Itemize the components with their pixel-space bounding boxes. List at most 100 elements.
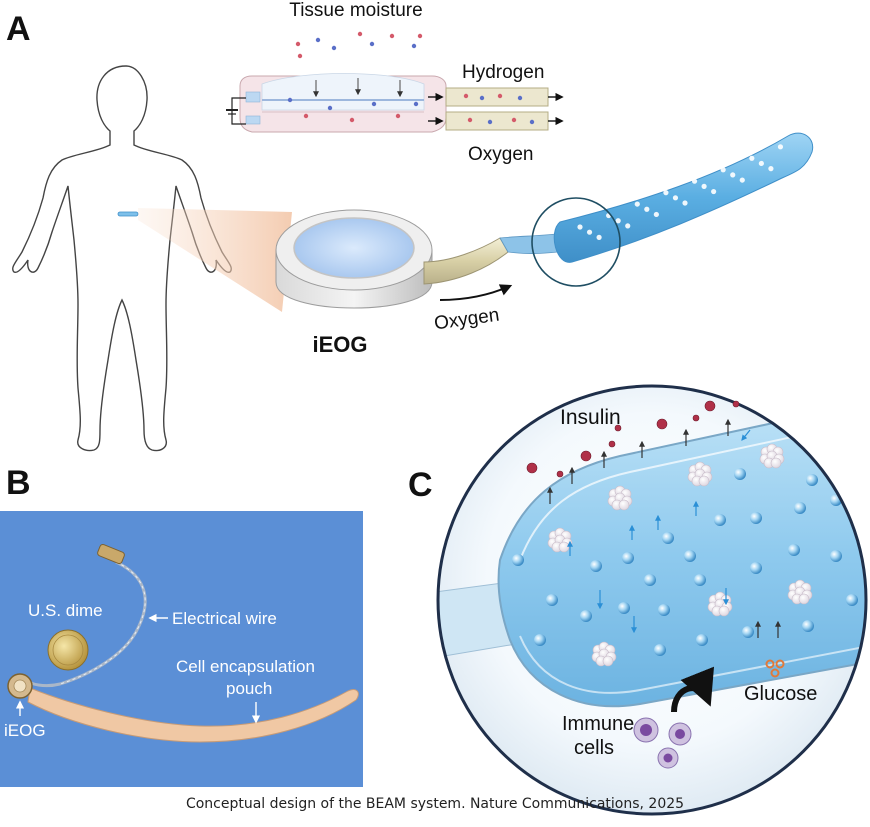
oxygen-bubble <box>854 514 866 526</box>
islet-cluster <box>547 527 573 553</box>
molecule-dot <box>479 95 485 101</box>
oxygen-bubble <box>802 620 814 632</box>
oxygen-bubble <box>742 626 754 638</box>
islet-cluster <box>759 443 785 469</box>
molecule-dot <box>303 113 309 119</box>
molecule-dot <box>331 45 337 51</box>
pouch-label-line2: pouch <box>226 679 272 698</box>
molecule-dot <box>529 119 535 125</box>
pouch-cell <box>682 200 688 206</box>
molecule-dot <box>487 119 493 125</box>
pouch-cell <box>739 177 745 183</box>
insulin-molecule <box>656 418 668 430</box>
dime-coin <box>47 629 89 671</box>
molecule-dot <box>411 43 417 49</box>
oxygen-bubble <box>546 594 558 606</box>
islet-cluster <box>707 591 733 617</box>
panel-a-letter: A <box>6 10 31 48</box>
oxygen-top-label: Oxygen <box>468 144 533 165</box>
islet-cluster <box>787 579 813 605</box>
insulin-molecule <box>580 450 592 462</box>
tissue-moisture-label: Tissue moisture <box>289 0 422 21</box>
oxygen-bubble <box>714 514 726 526</box>
pouch-cell-dots <box>577 144 784 240</box>
oxygen-bubble <box>694 574 706 586</box>
oxygen-bubble <box>644 574 656 586</box>
immune-cells <box>633 717 692 769</box>
molecule-dot <box>389 33 395 39</box>
oxygen-bubble <box>734 468 746 480</box>
molecule-dot <box>287 97 293 103</box>
panel-a: A <box>6 0 814 452</box>
oxygen-bubble <box>750 562 762 574</box>
oxygen-bubble <box>684 550 696 562</box>
molecule-dot <box>327 105 333 111</box>
pouch-cell <box>644 206 650 212</box>
pouch-cell <box>691 178 698 184</box>
pouch-cell <box>663 190 669 196</box>
insulin-molecule <box>704 400 716 412</box>
ieog-label: iEOG <box>312 332 367 357</box>
oxygen-bubble <box>806 474 818 486</box>
immune-blocked-arrow <box>671 666 714 713</box>
glucose-label: Glucose <box>744 683 817 705</box>
oxygen-bubble <box>618 602 630 614</box>
pouch-cell <box>672 195 679 201</box>
panel-b: B U.S. dime Electrical wire Cell encapsu… <box>0 464 363 787</box>
pouch-cell <box>730 172 736 178</box>
oxygen-bubble <box>750 512 762 524</box>
molecule-dot <box>297 53 303 59</box>
molecule-dot <box>413 101 419 107</box>
oxygen-bubble <box>580 610 592 622</box>
oxygen-tube <box>423 237 509 285</box>
molecule-dot <box>463 93 469 99</box>
oxygen-bubble <box>622 552 634 564</box>
molecule-dot <box>295 41 301 47</box>
wire-connector <box>97 543 125 565</box>
islet-cluster <box>687 461 713 487</box>
pouch-cell <box>586 229 593 235</box>
oxygen-bubble <box>534 634 546 646</box>
insulin-molecule <box>692 414 700 422</box>
panel-b-letter: B <box>6 464 31 502</box>
immune-label-line1: Immune <box>562 713 634 735</box>
molecule-dot <box>369 41 375 47</box>
oxygen-bubble <box>846 594 858 606</box>
insulin-label: Insulin <box>560 406 621 429</box>
insulin-molecule <box>526 462 538 474</box>
oxygen-flow-arrow <box>439 284 513 301</box>
insulin-molecule <box>732 400 740 408</box>
glucose-molecule <box>765 659 785 678</box>
oxygen-flow-label: Oxygen <box>433 305 501 335</box>
oxygen-bubble <box>788 544 800 556</box>
oxygen-bubble <box>658 604 670 616</box>
pouch-cell <box>615 218 621 224</box>
immune-label-line2: cells <box>574 737 614 759</box>
oxygen-bubble <box>830 550 842 562</box>
pouch-cell <box>749 155 755 161</box>
insulin-release <box>526 400 740 504</box>
molecule-dot <box>371 101 377 107</box>
molecule-dot <box>517 95 523 101</box>
oxygen-bubble <box>654 644 666 656</box>
insulin-molecule <box>556 470 564 478</box>
oxygen-bubble <box>512 554 524 566</box>
dime-label: U.S. dime <box>28 601 103 620</box>
zoom-circle <box>531 197 621 287</box>
pouch-cell <box>711 188 717 195</box>
molecule-dot <box>497 93 503 99</box>
wire-label: Electrical wire <box>172 609 277 628</box>
ieog-disc <box>275 209 433 309</box>
pouch-cell <box>596 234 602 240</box>
encapsulation-pouch <box>553 132 814 263</box>
figure-caption: Conceptual design of the BEAM system. Na… <box>185 796 685 812</box>
islet-cluster <box>591 641 617 667</box>
zoom-cone <box>138 208 292 312</box>
molecule-dot <box>417 33 423 39</box>
pouch-cell <box>625 223 631 229</box>
ieog-photo-label: iEOG <box>4 721 46 740</box>
pouch-cell <box>634 201 640 207</box>
connector-neck <box>499 233 559 254</box>
hydrogen-label: Hydrogen <box>462 62 544 83</box>
